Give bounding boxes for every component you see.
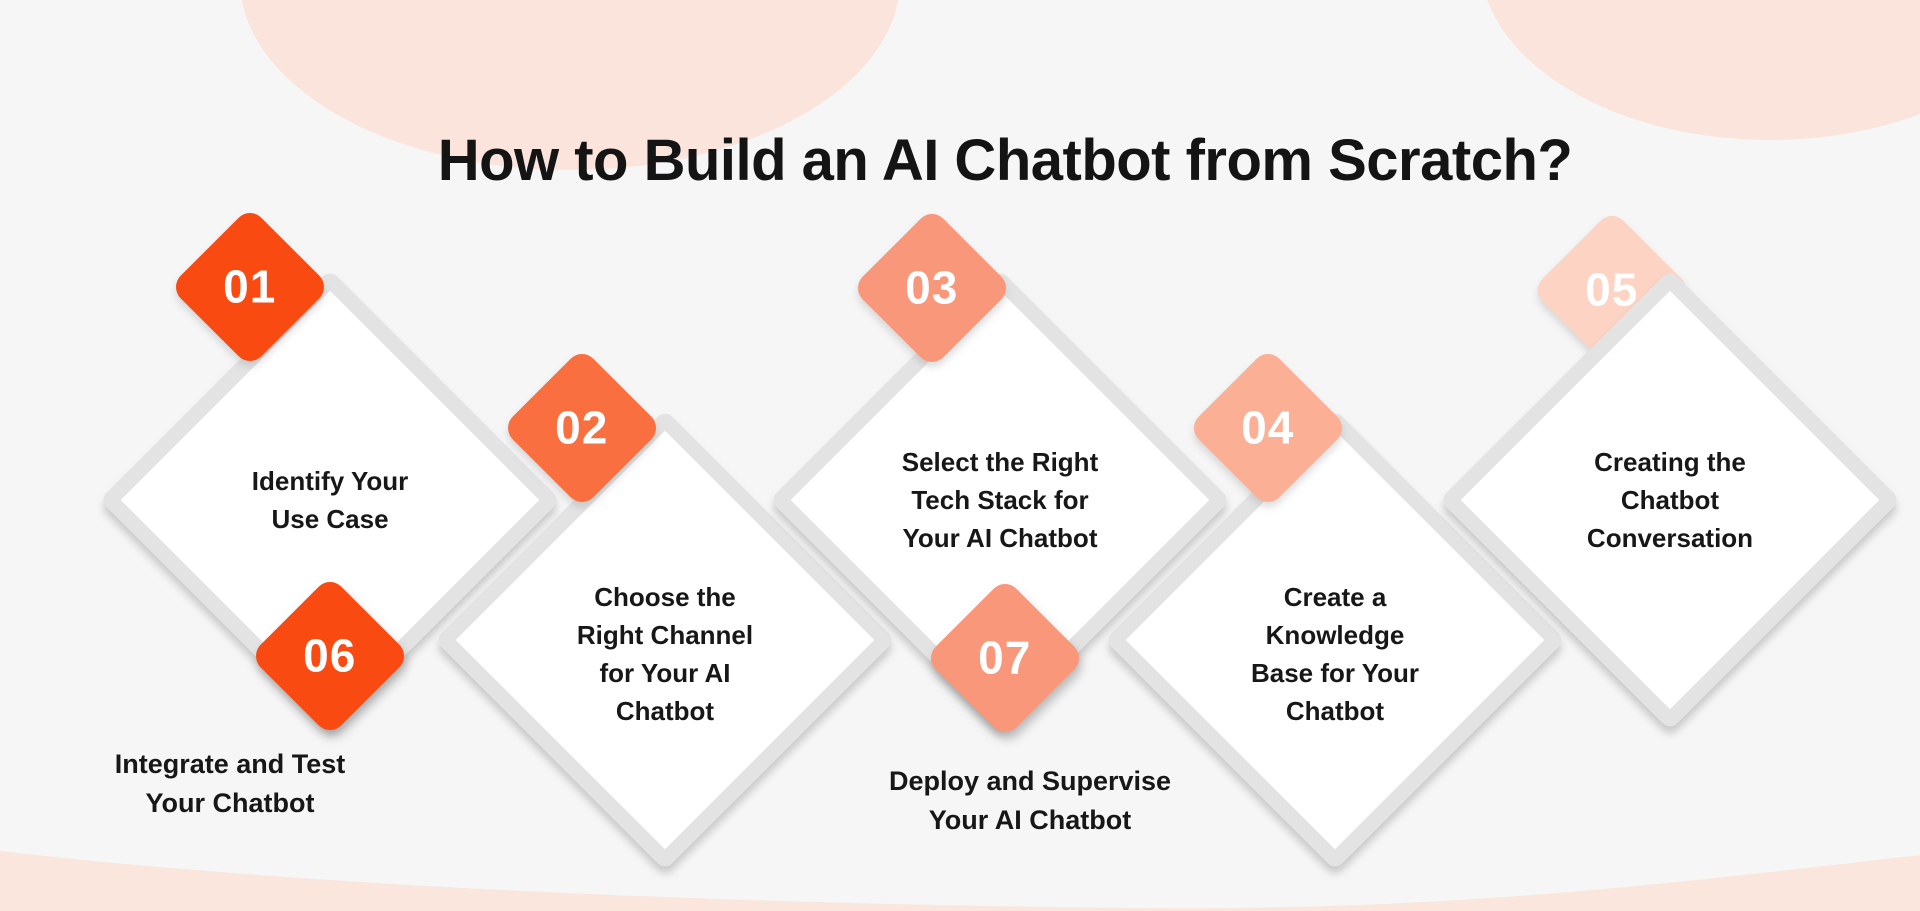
step-06-badge-shape: 06 bbox=[249, 575, 411, 737]
step-05-label: Creating the Chatbot Conversation bbox=[1586, 447, 1754, 553]
page-title: How to Build an AI Chatbot from Scratch? bbox=[437, 127, 1573, 193]
step-04-number: 04 bbox=[1241, 401, 1295, 454]
step-02-number-badge: 02 bbox=[501, 347, 663, 509]
step-06-label: Integrate and Test Your Chatbot bbox=[114, 749, 346, 818]
step-01-label: Identify Your Use Case bbox=[251, 466, 409, 534]
step-04-label: Create a Knowledge Base for Your Chatbot bbox=[1250, 582, 1420, 726]
step-03-badge-shape: 03 bbox=[851, 207, 1013, 369]
step-04-badge-shape: 04 bbox=[1187, 347, 1349, 509]
step-05-diamond: Creating the Chatbot Conversation bbox=[1439, 269, 1901, 731]
step-01-number-badge: 01 bbox=[169, 206, 331, 368]
step-03-label: Select the Right Tech Stack for Your AI … bbox=[901, 447, 1099, 553]
step-03-number-badge: 03 bbox=[851, 207, 1013, 369]
step-02-number: 02 bbox=[555, 401, 609, 454]
step-07-number: 07 bbox=[978, 631, 1032, 684]
step-01-badge-shape: 01 bbox=[169, 206, 331, 368]
pink-blob-top-right bbox=[1480, 0, 1920, 140]
step-03-number: 03 bbox=[905, 261, 959, 314]
step-07-label: Deploy and Supervise Your AI Chatbot bbox=[888, 766, 1172, 835]
step-01-number: 01 bbox=[223, 260, 277, 313]
pink-wave-bottom bbox=[0, 851, 1920, 911]
step-07-badge-shape: 07 bbox=[924, 577, 1086, 739]
step-03-diamond: Select the Right Tech Stack for Your AI … bbox=[769, 269, 1231, 731]
step-02-diamond: Choose the Right Channel for Your AI Cha… bbox=[434, 409, 896, 871]
step-04-number-badge: 04 bbox=[1187, 347, 1349, 509]
step-02-badge-shape: 02 bbox=[501, 347, 663, 509]
step-06-number: 06 bbox=[303, 629, 357, 682]
step-02-label: Choose the Right Channel for Your AI Cha… bbox=[576, 582, 754, 726]
step-06-number-badge: 06 bbox=[249, 575, 411, 737]
step-07-number-badge: 07 bbox=[924, 577, 1086, 739]
step-04-diamond: Create a Knowledge Base for Your Chatbot bbox=[1104, 409, 1566, 871]
step-01-diamond: Identify Your Use Case bbox=[99, 269, 561, 731]
